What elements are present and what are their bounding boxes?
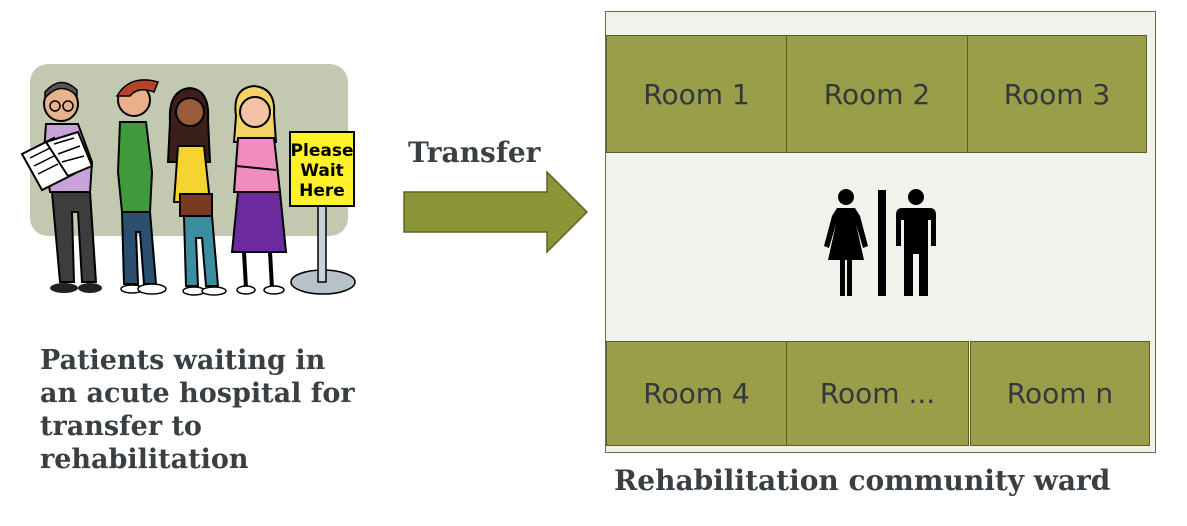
room-2: Room 2 <box>786 35 968 153</box>
room-4: Room 4 <box>606 341 787 446</box>
caption-line: an acute hospital for <box>40 378 355 409</box>
transfer-label: Transfer <box>408 136 541 169</box>
transfer-arrow-icon <box>403 170 589 254</box>
caption-line: Patients waiting in <box>40 345 326 376</box>
caption-line: transfer to <box>40 411 202 442</box>
waiting-person-yellow-icon <box>166 86 227 296</box>
waiting-person-green-icon <box>115 79 167 295</box>
waiting-person-newspaper-icon <box>20 81 102 293</box>
ward-title: Rehabilitation community ward <box>614 464 1111 497</box>
room-3: Room 3 <box>967 35 1147 153</box>
sign-line-2: Wait <box>300 161 344 181</box>
sign-line-3: Here <box>299 181 345 201</box>
room-1: Room 1 <box>606 35 787 153</box>
please-wait-sign: Please Wait Here <box>289 131 356 295</box>
sign-line-1: Please <box>291 141 354 161</box>
restroom-icon <box>824 189 936 296</box>
caption-line: rehabilitation <box>40 444 249 475</box>
waiting-patients-caption: Patients waiting in an acute hospital fo… <box>40 344 355 476</box>
room-n: Room n <box>970 341 1150 446</box>
room-ellipsis: Room ... <box>786 341 969 446</box>
waiting-person-pink-icon <box>230 84 288 295</box>
waiting-queue-illustration: Please Wait Here <box>20 64 356 296</box>
